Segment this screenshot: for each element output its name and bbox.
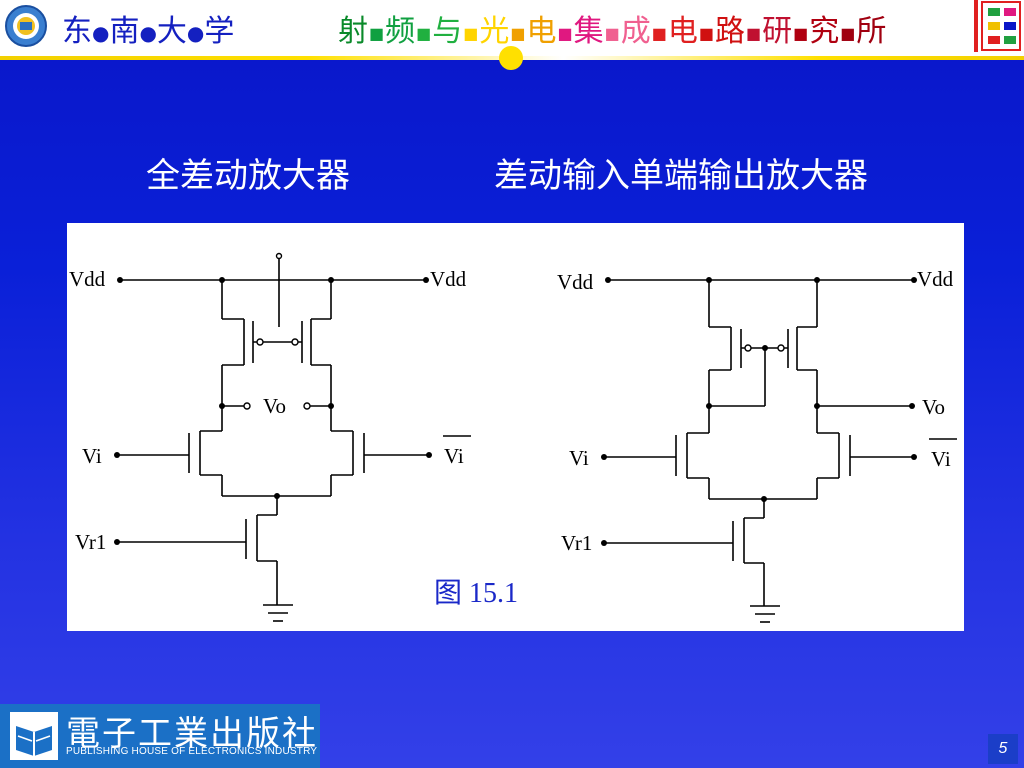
label-vi-bar-2: Vi [931,447,951,471]
title-full-differential: 全差动放大器 [146,156,350,196]
institute-char: 成 [620,14,651,49]
label-vo-2: Vo [922,395,945,419]
univ-char: 东 [62,14,92,49]
publisher-name-cn: 電子工業出版社 [66,714,318,754]
label-vi-bar-1: Vi [444,444,464,468]
institute-char: 射 [338,14,368,49]
label-vdd-right-1: Vdd [430,267,467,291]
label-vdd-right-2: Vdd [917,267,954,291]
separator-square-icon: ■ [557,23,573,43]
institute-char: 与 [432,14,463,49]
univ-char: 学 [204,14,235,49]
univ-char: 大 [156,14,187,49]
institute-char: 频 [385,14,416,49]
institute-char: 电 [667,14,698,49]
header-bar: 东●南●大●学 射■频■与■光■电■集■成■电■路■研■究■所 [0,0,1024,58]
separator-square-icon: ■ [510,23,526,43]
circuit-diagram: Vdd Vdd Vo Vi Vi Vr1 Vdd Vdd Vo Vi Vi Vr… [69,252,957,623]
publisher-name-en: PUBLISHING HOUSE OF ELECTRONICS INDUSTRY [66,746,318,757]
separator-square-icon: ■ [604,23,620,43]
institute-char: 集 [573,14,604,49]
label-vdd-left-2: Vdd [557,270,594,294]
separator-square-icon: ■ [746,23,762,43]
institute-char: 究 [809,14,840,49]
publisher-book-icon [10,712,58,760]
yellow-dot [499,46,523,70]
label-vdd-left-1: Vdd [69,267,106,291]
institute-name: 射■频■与■光■电■集■成■电■路■研■究■所 [338,6,886,50]
univ-char: 南 [109,14,140,49]
institute-char: 电 [526,14,557,49]
figure-caption: 图 15.1 [434,578,519,609]
label-vi-1: Vi [82,444,102,468]
university-name: 东●南●大●学 [62,14,235,49]
institute-char: 光 [479,14,510,49]
separator-square-icon: ■ [369,23,385,43]
separator-square-icon: ■ [698,23,714,43]
institute-char: 研 [762,14,793,49]
title-single-ended: 差动输入单端输出放大器 [494,156,868,196]
label-vr1-1: Vr1 [75,530,106,554]
separator-square-icon: ■ [416,23,432,43]
label-vr1-2: Vr1 [561,531,592,555]
circuit-panel: Vdd Vdd Vo Vi Vi Vr1 Vdd Vdd Vo Vi Vi Vr… [67,223,964,631]
page-number: 5 [988,734,1018,764]
institute-char: 路 [715,14,745,49]
corner-logo-icon [974,0,1021,52]
publisher-banner [0,704,320,768]
university-seal-icon [5,5,47,47]
separator-square-icon: ■ [793,23,809,43]
label-vi-2: Vi [569,446,589,470]
separator-square-icon: ■ [840,23,856,43]
institute-char: 所 [856,14,887,49]
separator-square-icon: ■ [463,23,479,43]
label-vo-1: Vo [263,394,286,418]
separator-square-icon: ■ [651,23,667,43]
